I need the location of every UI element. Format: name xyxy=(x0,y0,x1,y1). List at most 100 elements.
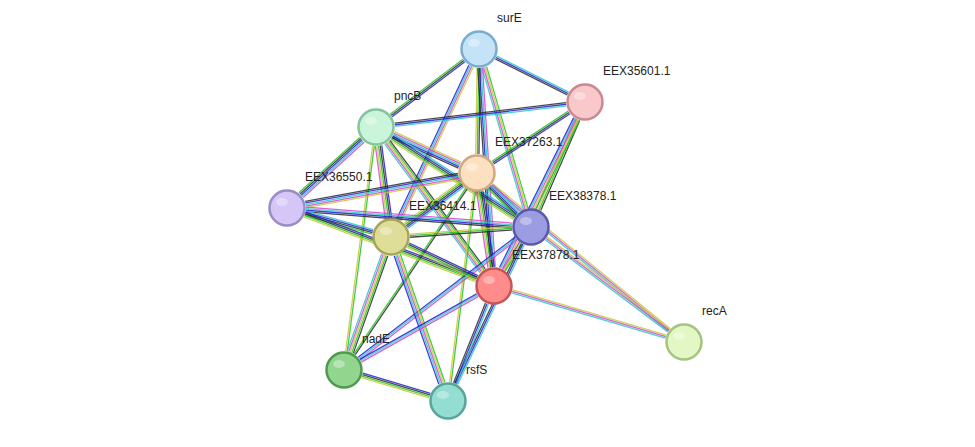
interaction-edge xyxy=(455,243,525,384)
evidence-strand xyxy=(300,139,361,194)
interaction-edge xyxy=(375,145,391,218)
node-shape xyxy=(357,108,395,146)
evidence-strand xyxy=(410,230,512,237)
interaction-edge xyxy=(512,290,666,338)
evidence-strand xyxy=(361,295,478,360)
circle-highlight xyxy=(574,92,586,100)
node-shape xyxy=(458,154,496,192)
protein-node: pncB xyxy=(357,108,395,146)
evidence-strand xyxy=(495,59,567,95)
evidence-strand xyxy=(375,146,385,218)
protein-label: nadE xyxy=(362,332,390,346)
evidence-strand xyxy=(409,244,478,277)
evidence-strand xyxy=(363,373,431,393)
node-shape xyxy=(325,351,363,389)
interaction-edge xyxy=(491,184,671,331)
interaction-edge xyxy=(488,184,520,216)
evidence-strand xyxy=(410,227,512,234)
circle-highlight xyxy=(333,360,345,368)
evidence-strand xyxy=(456,244,523,384)
protein-node: EEX35601.1 xyxy=(566,83,604,121)
interaction-edge xyxy=(495,56,568,95)
evidence-strand xyxy=(395,104,566,124)
protein-circle xyxy=(477,269,512,304)
protein-label: EEX37263.1 xyxy=(495,135,562,149)
evidence-strand xyxy=(458,245,525,385)
node-shape xyxy=(665,323,703,361)
protein-circle xyxy=(431,384,466,419)
evidence-strand xyxy=(362,375,430,395)
protein-label: pncB xyxy=(394,89,421,103)
protein-circle xyxy=(460,156,495,191)
evidence-strand xyxy=(395,106,566,126)
evidence-strand xyxy=(377,146,387,218)
protein-label: EEX37878.1 xyxy=(512,248,579,262)
interaction-edge xyxy=(304,212,477,281)
protein-circle xyxy=(514,210,549,245)
interaction-edge xyxy=(410,227,512,237)
protein-node: EEX38378.1 xyxy=(512,208,550,246)
node-shape xyxy=(429,382,467,420)
interaction-edge xyxy=(395,103,567,127)
evidence-strand xyxy=(360,294,477,359)
evidence-strand xyxy=(492,185,670,330)
evidence-strand xyxy=(361,297,478,362)
protein-circle xyxy=(667,325,702,360)
evidence-strand xyxy=(512,291,666,336)
evidence-strand xyxy=(497,56,569,92)
evidence-strand xyxy=(410,228,512,235)
circle-highlight xyxy=(520,217,532,225)
node-shape xyxy=(268,189,306,227)
evidence-strand xyxy=(493,184,671,329)
circle-highlight xyxy=(276,198,288,206)
circle-highlight xyxy=(380,227,392,235)
protein-label: EEX36414.1 xyxy=(409,199,476,213)
evidence-strand xyxy=(492,111,568,161)
protein-circle xyxy=(374,220,409,255)
evidence-strand xyxy=(513,290,667,335)
evidence-strand xyxy=(407,247,476,280)
circle-highlight xyxy=(466,163,478,171)
protein-label: EEX38378.1 xyxy=(549,189,616,203)
interaction-edge xyxy=(299,137,364,197)
interaction-edge xyxy=(358,237,517,359)
evidence-strand xyxy=(306,212,477,277)
node-shape xyxy=(372,218,410,256)
evidence-strand xyxy=(455,243,522,383)
protein-node: EEX36414.1 xyxy=(372,218,410,256)
evidence-strand xyxy=(409,243,478,276)
protein-circle xyxy=(327,353,362,388)
node-shape xyxy=(566,83,604,121)
protein-label: surE xyxy=(497,11,522,25)
circle-highlight xyxy=(468,39,480,47)
evidence-strand xyxy=(304,217,475,282)
protein-node: nadE xyxy=(325,351,363,389)
protein-label: EEX35601.1 xyxy=(603,64,670,78)
interaction-edge xyxy=(407,243,478,280)
node-shape xyxy=(512,208,550,246)
protein-circle xyxy=(270,191,305,226)
protein-node: recA xyxy=(665,323,703,361)
protein-node: EEX37878.1 xyxy=(475,267,513,305)
evidence-strand xyxy=(496,57,568,93)
protein-node: surE xyxy=(460,30,498,68)
evidence-strand xyxy=(302,141,363,196)
evidence-strand xyxy=(362,378,430,398)
evidence-strand xyxy=(303,142,364,197)
evidence-strand xyxy=(455,304,487,384)
evidence-strand xyxy=(305,214,476,279)
protein-label: recA xyxy=(702,304,727,318)
protein-node: rsfS xyxy=(429,382,467,420)
node-shape xyxy=(475,267,513,305)
evidence-strand xyxy=(304,215,475,280)
circle-highlight xyxy=(673,332,685,340)
protein-node: EEX36550.1 xyxy=(268,189,306,227)
circle-highlight xyxy=(483,276,495,284)
protein-node: EEX37263.1 xyxy=(458,154,496,192)
evidence-strand xyxy=(301,140,362,195)
node-shape xyxy=(460,30,498,68)
evidence-strand xyxy=(476,68,477,154)
evidence-strand xyxy=(512,293,666,338)
